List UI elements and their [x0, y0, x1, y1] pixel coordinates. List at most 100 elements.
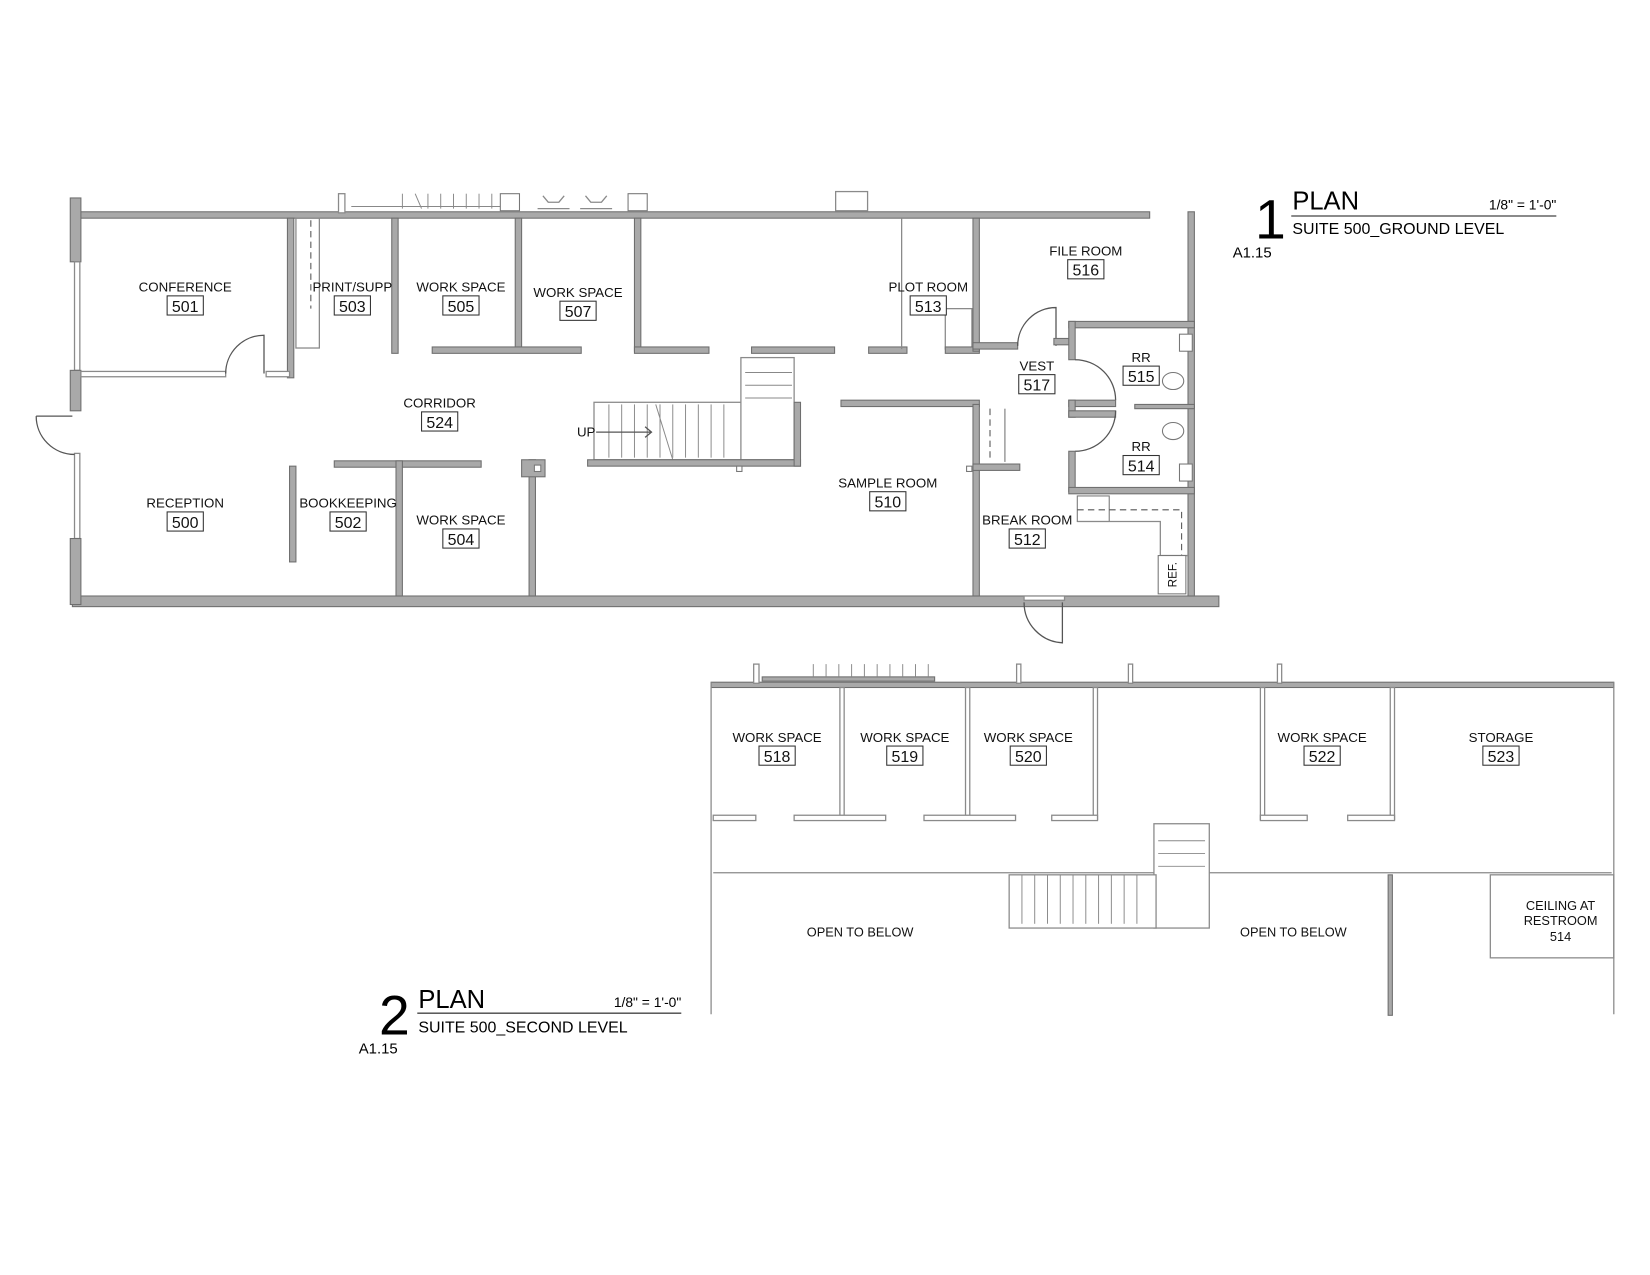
room-tag-rr-514: RR 514: [1122, 439, 1160, 475]
column-504: [521, 459, 546, 478]
svg-text:WORK SPACE: WORK SPACE: [533, 285, 622, 300]
lavatory-514: [1178, 463, 1193, 482]
svg-text:512: 512: [1014, 532, 1041, 549]
wall-sample-north: [840, 399, 980, 408]
rr-south-wall: [1068, 486, 1195, 495]
toilet-514: [1161, 421, 1185, 441]
pier-2c: [1127, 663, 1134, 684]
break-sink: [1076, 495, 1110, 523]
west-storefront-upper: [73, 261, 81, 372]
open-to-below-right: OPEN TO BELOW: [1240, 925, 1347, 940]
svg-text:PRINT/SUPP: PRINT/SUPP: [312, 280, 392, 295]
room-tag-print-supp: PRINT/SUPP 503: [312, 280, 392, 316]
room-tag-workspace-507: WORK SPACE 507: [533, 285, 622, 321]
ceiling-note-line2: RESTROOM: [1524, 913, 1598, 928]
room-tag-bookkeeping: BOOKKEEPING 502: [299, 496, 397, 532]
refrigerator: [1157, 555, 1187, 595]
svg-text:519: 519: [892, 749, 919, 766]
toilet-515: [1161, 371, 1185, 391]
north-pier: [337, 193, 346, 214]
room-tag-plot-room: PLOT ROOM 513: [888, 280, 968, 316]
north-wall-2: [710, 681, 1615, 689]
room-tag-sample-room: SAMPLE ROOM 510: [838, 475, 937, 511]
svg-text:514: 514: [1128, 458, 1155, 475]
wall-505-507: [514, 217, 523, 350]
pier-2b: [1015, 663, 1022, 684]
sheet-ref-2: A1.15: [359, 1042, 398, 1058]
ground-level-plan: REF. UP C: [35, 190, 1220, 644]
room-tag-workspace-519: WORK SPACE 519: [860, 730, 949, 766]
break-exit-door-swing: [1023, 602, 1064, 644]
north-wall: [71, 211, 1151, 219]
svg-text:WORK SPACE: WORK SPACE: [1278, 730, 1367, 745]
wall-open-south-2: [751, 346, 836, 354]
stair-up-label: UP: [577, 424, 596, 439]
west-pier-top: [69, 197, 82, 263]
wall-502-504: [395, 460, 403, 597]
break-upper-cabinet: [1077, 509, 1183, 556]
room-tag-file-room: FILE ROOM 516: [1049, 243, 1122, 279]
svg-text:BREAK ROOM: BREAK ROOM: [982, 513, 1072, 528]
plan-subtitle-1: SUITE 500_GROUND LEVEL: [1292, 221, 1504, 238]
svg-text:RECEPTION: RECEPTION: [146, 496, 224, 511]
rail-2: [761, 676, 936, 682]
conference-storefront: [80, 370, 227, 378]
wall-conference-east: [286, 217, 295, 379]
svg-text:FILE ROOM: FILE ROOM: [1049, 243, 1122, 258]
svg-text:501: 501: [172, 299, 199, 316]
svg-text:518: 518: [764, 749, 791, 766]
room-tag-workspace-520: WORK SPACE 520: [984, 730, 1073, 766]
west-pier-bottom: [69, 537, 82, 606]
room-tag-conference: CONFERENCE 501: [139, 280, 232, 316]
rr-door-jamb-1: [1068, 399, 1117, 408]
room-tag-storage-523: STORAGE 523: [1469, 730, 1534, 766]
svg-text:507: 507: [565, 304, 592, 321]
svg-text:WORK SPACE: WORK SPACE: [733, 730, 822, 745]
exterior-fixture-3: [835, 190, 869, 212]
wall-504-east: [528, 459, 536, 597]
plan-scale-2: 1/8" = 1'-0": [614, 994, 682, 1010]
plan-subtitle-2: SUITE 500_SECOND LEVEL: [418, 1019, 627, 1036]
svg-text:RR: RR: [1132, 439, 1151, 454]
wall-507-east: [633, 217, 642, 352]
rr514-door-swing: [1075, 410, 1117, 452]
svg-text:502: 502: [335, 515, 362, 532]
exterior-bench-1: [537, 195, 570, 210]
rr-west-wall-top: [1068, 320, 1076, 361]
svg-text:505: 505: [448, 299, 475, 316]
north-rail-balusters: [401, 193, 493, 209]
rr-door-jamb-2: [1068, 410, 1117, 418]
rr-west-wall-bottom: [1068, 450, 1076, 493]
svg-text:523: 523: [1488, 749, 1515, 766]
room-tag-workspace-518: WORK SPACE 518: [733, 730, 822, 766]
plot-room-counter: [944, 308, 973, 350]
second-partitions: [712, 686, 1615, 1016]
svg-text:516: 516: [1072, 263, 1099, 280]
plan-title-2: PLAN: [418, 986, 485, 1014]
open-to-below-left: OPEN TO BELOW: [807, 925, 914, 940]
svg-text:PLOT ROOM: PLOT ROOM: [888, 280, 968, 295]
ceiling-note-line3: 514: [1550, 929, 1571, 944]
plan-number-2: 2: [379, 984, 410, 1046]
plan-title-1: PLAN: [1292, 188, 1359, 216]
rr-partition: [1134, 403, 1195, 410]
svg-text:WORK SPACE: WORK SPACE: [860, 730, 949, 745]
svg-text:513: 513: [915, 299, 942, 316]
room-tag-corridor: CORRIDOR 524: [403, 396, 475, 432]
svg-text:VEST: VEST: [1019, 358, 1054, 373]
pier-2d: [1276, 663, 1283, 684]
room-tag-workspace-522: WORK SPACE 522: [1278, 730, 1367, 766]
svg-text:RR: RR: [1132, 350, 1151, 365]
wall-plot-south-1: [868, 346, 908, 354]
exterior-bench-2: [580, 195, 613, 210]
exterior-fixture-2: [627, 193, 648, 212]
wall-reception-bookkeeping: [289, 465, 297, 563]
svg-text:504: 504: [448, 532, 475, 549]
column-core: [533, 464, 542, 473]
wall-open-south-1: [633, 346, 710, 354]
print-counter: [295, 217, 320, 349]
svg-text:522: 522: [1309, 749, 1336, 766]
east-wall-upper: [1187, 211, 1195, 322]
svg-text:CONFERENCE: CONFERENCE: [139, 280, 232, 295]
svg-text:SAMPLE ROOM: SAMPLE ROOM: [838, 475, 937, 490]
